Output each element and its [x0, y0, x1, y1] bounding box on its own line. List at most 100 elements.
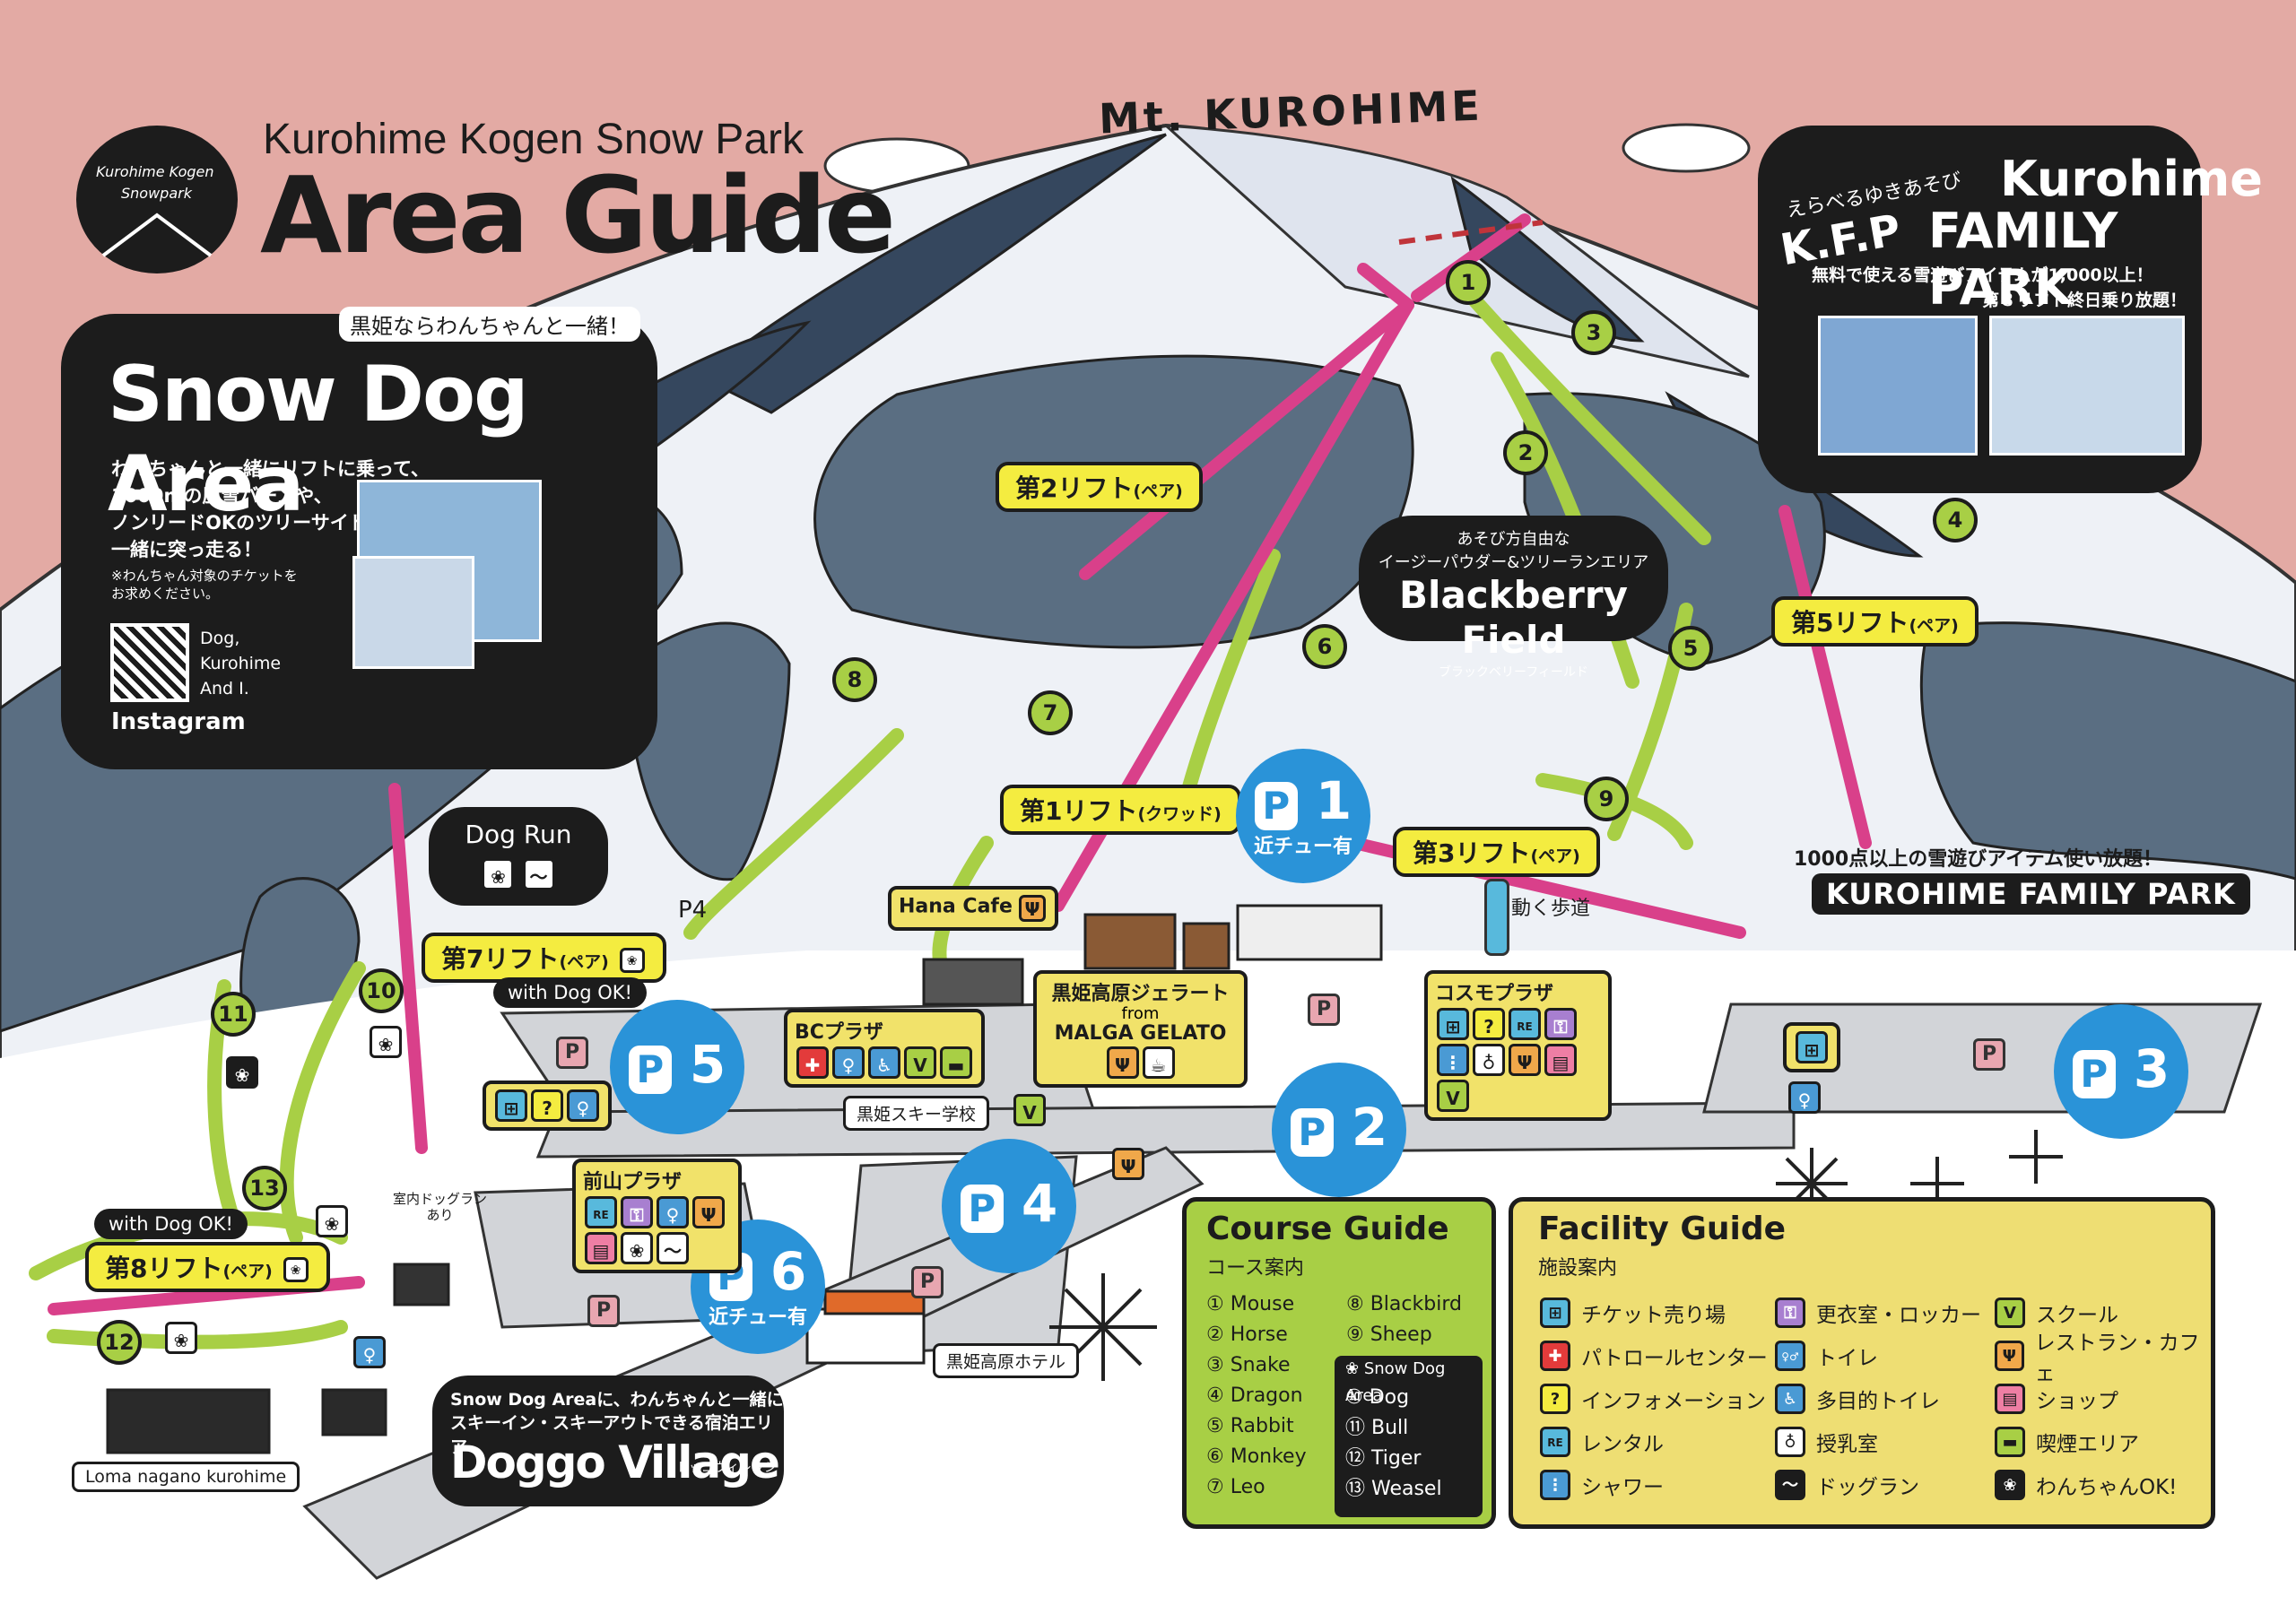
facility-label: レンタル [1581, 1433, 1664, 1456]
lift-8-label[interactable]: 第8リフト(ペア) ❀ [85, 1242, 330, 1292]
course-dog-header-text: Snow Dog Area [1345, 1359, 1446, 1405]
dog-run-panel: Dog Run ❀ 〜 [429, 807, 608, 906]
parking-p3[interactable]: P 3 [2054, 1004, 2188, 1139]
paw-icon: ❀ [226, 1056, 258, 1089]
facility-col-2: ⚿更衣室・ロッカー ♀♂トイレ ♿多目的トイレ ♁授乳室 〜ドッグラン [1773, 1291, 1981, 1506]
course-item[interactable]: ③ Snake [1206, 1354, 1291, 1376]
course-item[interactable]: ② Horse [1206, 1324, 1288, 1346]
course-item[interactable]: ⑦ Leo [1206, 1476, 1265, 1498]
course-4-marker[interactable]: 4 [1933, 498, 1978, 542]
shower-icon: ⋮ [1437, 1044, 1469, 1076]
course-item[interactable]: ⑪ Bull [1345, 1417, 1409, 1439]
course-item[interactable]: ⑧ Blackbird [1346, 1293, 1462, 1315]
buildings [106, 904, 1383, 1454]
snow-dog-tagline: 黒姫ならわんちゃんと一緒！ [339, 307, 640, 342]
parking-p5[interactable]: P 5 [610, 1000, 744, 1134]
hotel-label[interactable]: 黒姫高原ホテル [933, 1343, 1080, 1378]
facility-item: ♿多目的トイレ [1773, 1377, 1981, 1420]
qr-caption-2: Kurohime [200, 654, 282, 673]
family-park-title-2: FAMILY PARK [1928, 203, 2118, 316]
family-park-banner[interactable]: KUROHIME FAMILY PARK [1812, 873, 2250, 915]
lift-3-label[interactable]: 第3リフト(ペア) [1393, 827, 1600, 877]
course-item[interactable]: ① Mouse [1206, 1293, 1295, 1315]
course-item[interactable]: ⑨ Sheep [1346, 1324, 1432, 1346]
lift-5-name: 第5リフト [1791, 608, 1909, 638]
parking-p2[interactable]: P 2 [1272, 1063, 1406, 1197]
course-5-marker[interactable]: 5 [1668, 626, 1713, 671]
restaurant-icon: Ψ [1019, 895, 1047, 922]
course-1-marker[interactable]: 1 [1446, 260, 1491, 305]
lift-3-type: (ペア) [1530, 846, 1580, 866]
gelato-shop[interactable]: 黒姫高原ジェラート from MALGA GELATO Ψ☕ [1033, 970, 1248, 1088]
logo-text-2: Snowpark [121, 185, 192, 202]
lift-1-label[interactable]: 第1リフト(クワッド) [1000, 785, 1241, 835]
toilet-icon: ♀ [1788, 1081, 1821, 1114]
paw-icon: ❀ [1995, 1470, 2025, 1500]
facility-label: インフォメーション [1581, 1390, 1766, 1413]
course-item[interactable]: ⑤ Rabbit [1206, 1415, 1294, 1437]
ticket-icon: ⊞ [495, 1089, 527, 1122]
course-item[interactable]: ⑬ Weasel [1345, 1478, 1442, 1500]
course-9-marker[interactable]: 9 [1584, 777, 1629, 821]
course-10-marker[interactable]: 10 [359, 968, 404, 1013]
course-item[interactable]: ⑥ Monkey [1206, 1445, 1307, 1468]
parking-p6-note: 近チュー有 [708, 1306, 807, 1329]
course-item[interactable]: ④ Dragon [1206, 1384, 1303, 1407]
restaurant-icon: Ψ [1509, 1044, 1541, 1076]
facility-item: 〜ドッグラン [1773, 1463, 1981, 1506]
hana-cafe[interactable]: Hana Cafe Ψ [888, 886, 1059, 931]
course-item[interactable]: ⑫ Tiger [1345, 1447, 1422, 1470]
course-3-marker[interactable]: 3 [1571, 310, 1616, 355]
parking-p4[interactable]: P 4 [942, 1139, 1076, 1273]
parking-p1[interactable]: P 1 近チュー有 [1236, 749, 1370, 883]
bc-plaza[interactable]: BCプラザ ✚♀♿V▬ [784, 1009, 985, 1088]
course-13-marker[interactable]: 13 [242, 1166, 287, 1211]
ticket-icon: ⊞ [1540, 1298, 1570, 1328]
info-icon: ? [1540, 1384, 1570, 1414]
cafe-icon: ☕ [1142, 1046, 1175, 1079]
parking-p4-number: 4 [1021, 1173, 1058, 1234]
patrol-icon: ✚ [796, 1046, 829, 1079]
toilet-icon: ♀♂ [1775, 1341, 1805, 1371]
instagram-label[interactable]: Instagram [111, 708, 246, 735]
course-12-marker[interactable]: 12 [97, 1320, 142, 1365]
loma-label[interactable]: Loma nagano kurohime [72, 1462, 300, 1492]
gelato-label-2: from [1121, 1004, 1160, 1023]
course-guide-subtitle: コース案内 [1206, 1257, 1304, 1280]
accessible-toilet-icon: ♿ [868, 1046, 900, 1079]
lift-1-type: (クワッド) [1137, 804, 1222, 824]
lift-8-type: (ペア) [222, 1262, 273, 1281]
patrol-icon: ✚ [1540, 1341, 1570, 1371]
course-list-left: ① Mouse ② Horse ③ Snake ④ Dragon ⑤ Rabbi… [1206, 1289, 1307, 1503]
course-6-marker[interactable]: 6 [1302, 624, 1347, 669]
cosmo-plaza[interactable]: コスモプラザ ⊞?RE⚿ ⋮♁Ψ▤V [1424, 970, 1612, 1121]
ski-school-label[interactable]: 黒姫スキー学校 [843, 1096, 990, 1131]
lift-8-with-dog: with Dog OK! [94, 1209, 248, 1239]
lift-7-name: 第7リフト [441, 944, 560, 974]
course-7-marker[interactable]: 7 [1028, 690, 1073, 735]
park-name: Kurohime Kogen Snow Park [263, 116, 804, 163]
course-8-marker[interactable]: 8 [832, 657, 877, 702]
lift-7-label[interactable]: 第7リフト(ペア) ❀ [422, 933, 666, 983]
snow-dog-note-1: ※わんちゃん対象のチケットを [111, 568, 298, 584]
lift-5-type: (ペア) [1909, 616, 1959, 636]
course-11-marker[interactable]: 11 [211, 992, 256, 1037]
paw-icon: ❀ [482, 858, 515, 890]
course-item[interactable]: ⑩ Dog [1345, 1386, 1410, 1409]
blackberry-panel: あそび方自由な イージーパウダー&ツリーランエリア Blackberry Fie… [1359, 516, 1668, 680]
lift-5-label[interactable]: 第5リフト(ペア) [1771, 596, 1979, 647]
facility-guide-panel: Facility Guide 施設案内 ⊞チケット売り場 ✚パトロールセンター … [1509, 1197, 2215, 1529]
maeyama-plaza[interactable]: 前山プラザ RE⚿♀Ψ ▤❀〜 [572, 1159, 742, 1273]
parking-p3-letter: P [2072, 1050, 2116, 1098]
facility-label: 喫煙エリア [2036, 1433, 2139, 1456]
rental-icon: RE [585, 1196, 617, 1228]
lift-2-label[interactable]: 第2リフト(ペア) [996, 462, 1203, 512]
qr-code[interactable] [110, 623, 189, 702]
family-park-photo-1 [1818, 316, 1978, 456]
course-2-marker[interactable]: 2 [1503, 430, 1548, 475]
course-guide-title: Course Guide [1206, 1211, 1449, 1247]
rental-icon: RE [1509, 1008, 1541, 1040]
gelato-label-1: 黒姫高原ジェラート [1051, 983, 1230, 1005]
